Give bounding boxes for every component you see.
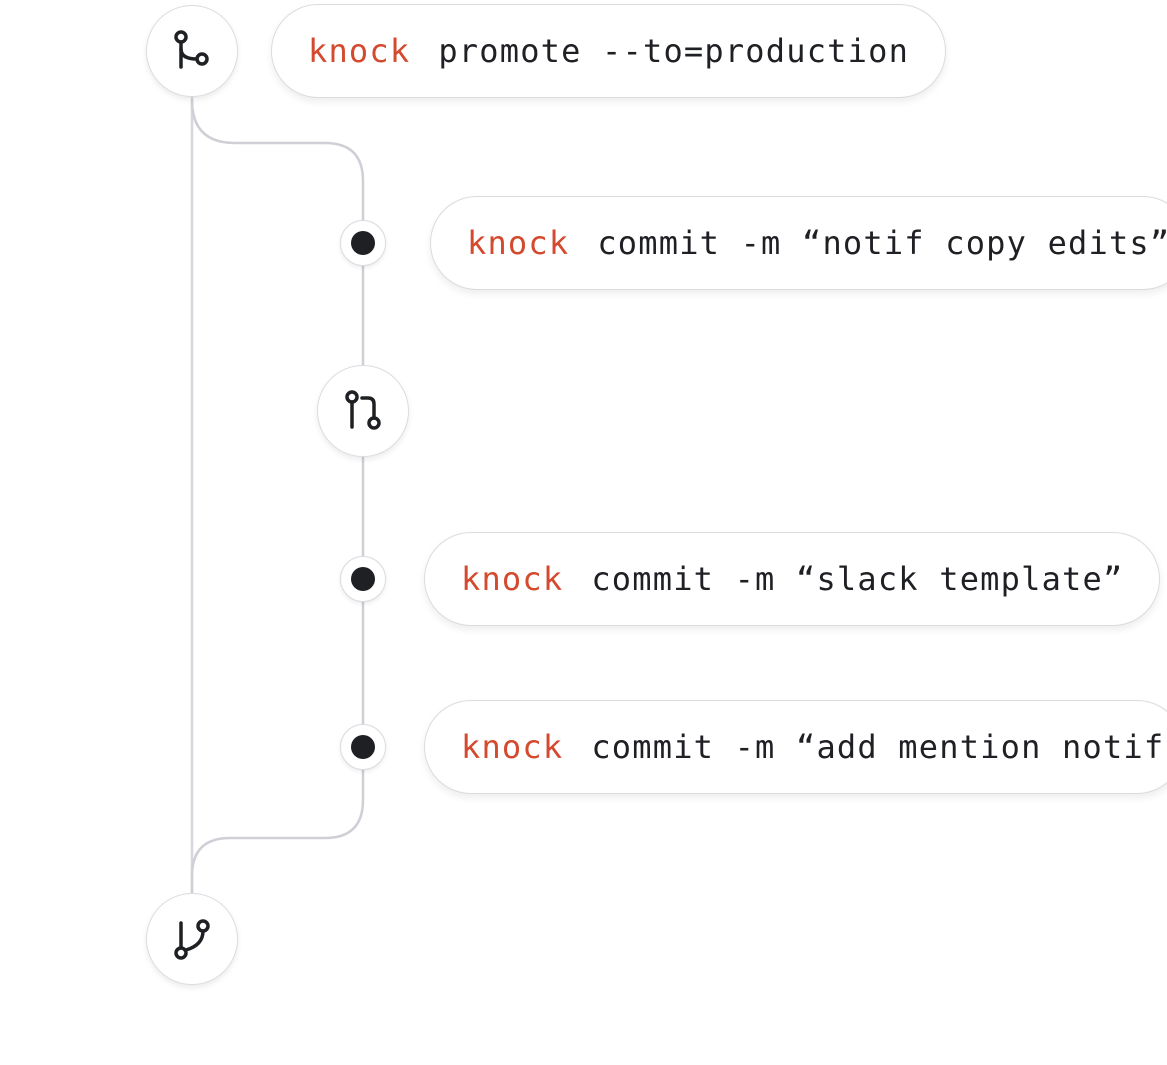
command-pill-commit-2: knock commit -m “slack template” [424, 532, 1161, 626]
command-args: commit -m “slack template” [591, 560, 1124, 598]
git-commit-branch-icon [174, 30, 209, 69]
merge-node-bottom [146, 893, 238, 985]
command-pill-promote: knock promote --to=production [271, 4, 947, 98]
commit-dot-core [351, 231, 375, 255]
command-keyword: knock [308, 32, 411, 70]
command-keyword: knock [461, 728, 564, 766]
command-pill-commit-3: knock commit -m “add mention notifi [424, 700, 1167, 794]
commit-dot-3 [340, 724, 386, 770]
git-merge-icon [174, 919, 210, 960]
commit-dot-1 [340, 220, 386, 266]
command-keyword: knock [467, 224, 570, 262]
command-args: promote --to=production [438, 32, 910, 70]
commit-dot-core [351, 567, 375, 591]
pull-request-node [317, 365, 409, 457]
commit-dot-core [351, 735, 375, 759]
git-pull-request-icon [345, 390, 381, 430]
branch-out-line [190, 99, 365, 893]
command-args: commit -m “notif copy edits” [597, 224, 1167, 262]
command-args: commit -m “add mention notifi [591, 728, 1167, 766]
commit-dot-2 [340, 556, 386, 602]
branch-node-top [146, 5, 238, 97]
command-keyword: knock [461, 560, 564, 598]
command-pill-commit-1: knock commit -m “notif copy edits” [430, 196, 1167, 290]
